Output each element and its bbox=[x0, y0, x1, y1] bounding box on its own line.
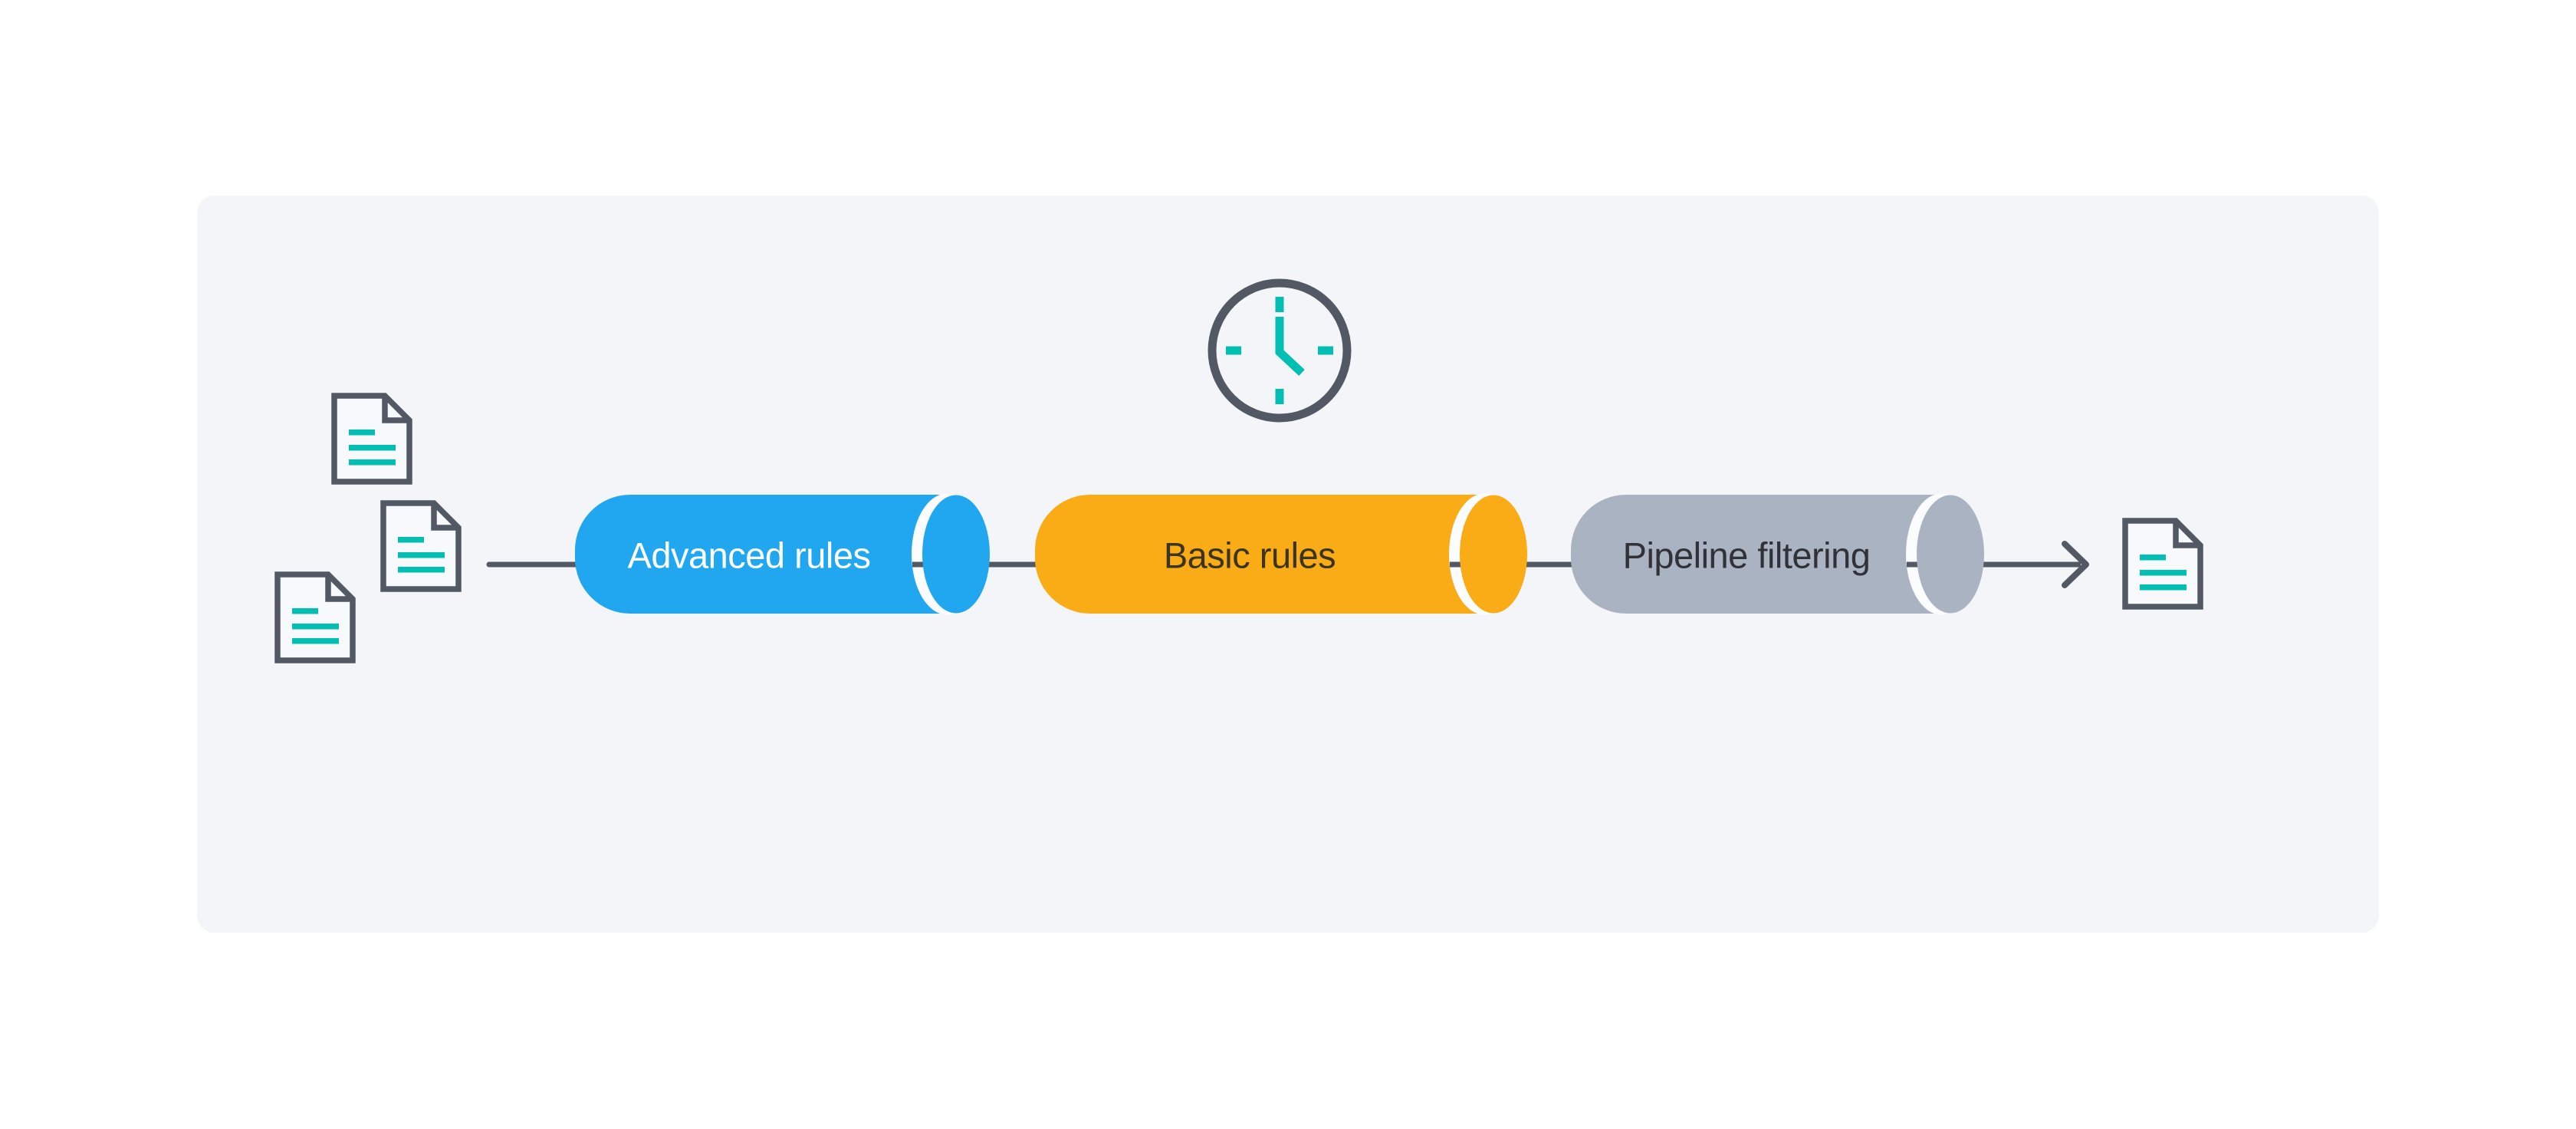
clock-hands bbox=[1275, 317, 1305, 377]
stage-body bbox=[1035, 495, 1484, 614]
document-sheet bbox=[331, 393, 412, 485]
stage-label: Basic rules bbox=[1164, 535, 1336, 576]
document-sheet bbox=[2122, 518, 2203, 610]
clock-marks bbox=[1226, 297, 1333, 404]
stage-label: Advanced rules bbox=[628, 535, 871, 576]
stage-body bbox=[575, 495, 947, 614]
document-sheet bbox=[274, 571, 356, 663]
input-documents bbox=[274, 393, 462, 663]
output-document-icon bbox=[2122, 518, 2203, 610]
document-text-lines bbox=[349, 430, 396, 466]
stage-end-cap bbox=[1460, 495, 1527, 614]
stage-advanced-rules: Advanced rules bbox=[575, 493, 990, 615]
arrow-head-icon bbox=[2062, 541, 2089, 588]
document-fold bbox=[325, 574, 353, 602]
stage-body bbox=[1571, 495, 1941, 614]
document-icon bbox=[274, 571, 356, 663]
stage-label: Pipeline filtering bbox=[1623, 535, 1871, 576]
document-text-lines bbox=[292, 608, 339, 644]
stage-pipeline-filtering: Pipeline filtering bbox=[1571, 493, 1984, 615]
document-fold bbox=[431, 503, 458, 531]
stage-end-cap bbox=[922, 495, 990, 614]
document-fold bbox=[2173, 521, 2200, 548]
stage-end-cap bbox=[1917, 495, 1984, 614]
document-icon bbox=[331, 393, 412, 485]
document-sheet bbox=[380, 500, 462, 592]
clock-icon bbox=[1208, 278, 1352, 423]
document-text-lines bbox=[398, 537, 445, 573]
document-icon bbox=[380, 500, 462, 592]
clock-face bbox=[1208, 278, 1352, 423]
stage-basic-rules: Basic rules bbox=[1035, 493, 1527, 615]
document-text-lines bbox=[2140, 555, 2187, 591]
document-fold bbox=[382, 396, 409, 423]
